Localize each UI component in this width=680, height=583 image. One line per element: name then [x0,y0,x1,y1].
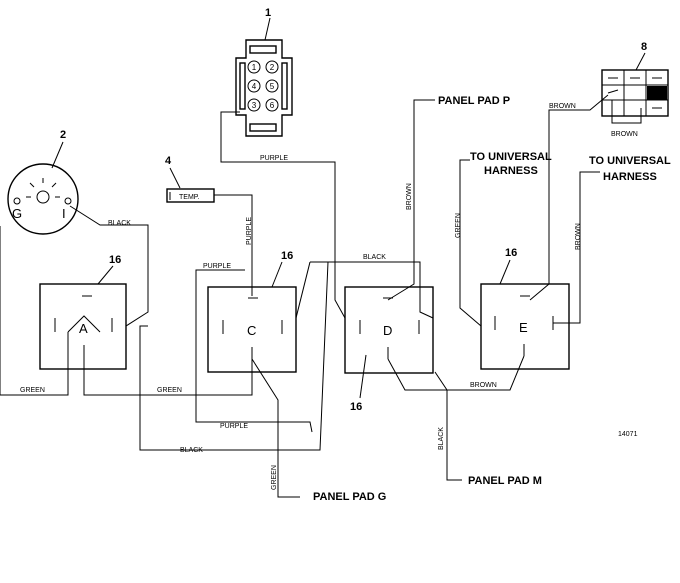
wire-brown-bottom: BROWN [470,382,497,389]
wire-green-univ: GREEN [455,213,462,238]
connector-8: 8 [601,41,669,117]
wire-green-mid: GREEN [157,387,182,394]
switch-a: 16 A [39,254,127,370]
wire-brown-8b: BROWN [611,131,638,138]
switch-d: D 16 [344,286,434,413]
wiring: PURPLE PURPLE PURPLE PURPLE BLACK BLACK … [0,94,671,503]
callout-16-c: 16 [281,250,293,262]
callout-8: 8 [641,41,647,53]
pin-2-label: 2 [270,63,275,72]
key-switch-2: 2 G I [7,129,79,235]
callout-2: 2 [60,129,66,141]
callout-16-a: 16 [109,254,121,266]
wire-purple-top: PURPLE [260,155,288,162]
wire-black-key: BLACK [108,220,131,227]
universal-harness-1-line2: HARNESS [484,165,538,177]
switch-c: 16 C [207,250,297,373]
pin-3-label: 4 [252,82,257,91]
switch-e-label: E [519,320,528,335]
universal-harness-2-line2: HARNESS [603,171,657,183]
switch-a-label: A [79,321,88,336]
wire-brown-right: BROWN [575,223,582,250]
pin-6-label: 6 [270,101,275,110]
callout-16-e: 16 [505,247,517,259]
connector-1: 1 1 2 4 5 3 6 [235,7,293,137]
pin-1-label: 1 [252,63,257,72]
wire-green-vert: GREEN [271,465,278,490]
wire-green-left: GREEN [20,387,45,394]
universal-harness-1-line1: TO UNIVERSAL [470,151,552,163]
callout-1: 1 [265,7,271,19]
switch-d-label: D [383,323,392,338]
terminal-g-label: G [12,206,22,221]
wire-brown-8: BROWN [549,103,576,110]
wire-black-top: BLACK [363,254,386,261]
wire-black-vert: BLACK [438,427,445,450]
wire-purple-vert: PURPLE [246,217,253,245]
reference-number: 14071 [618,431,638,438]
switch-c-label: C [247,323,256,338]
terminal-i-label: I [62,206,66,221]
wire-brown-p: BROWN [406,183,413,210]
wire-black-bottom: BLACK [180,447,203,454]
pin-4-label: 5 [270,82,275,91]
panel-pad-g: PANEL PAD G [313,491,386,503]
pin-5-label: 3 [252,101,257,110]
panel-pad-m: PANEL PAD M [468,475,542,487]
switch-e: 16 E [480,247,570,370]
temp-label: TEMP. [179,194,200,201]
callout-16-d: 16 [350,401,362,413]
panel-pad-p: PANEL PAD P [438,95,510,107]
temp-sensor-4: 4 TEMP. [165,155,215,203]
callout-4: 4 [165,155,172,167]
wire-purple-bottom: PURPLE [220,423,248,430]
wire-purple-c: PURPLE [203,263,231,270]
universal-harness-2-line1: TO UNIVERSAL [589,155,671,167]
